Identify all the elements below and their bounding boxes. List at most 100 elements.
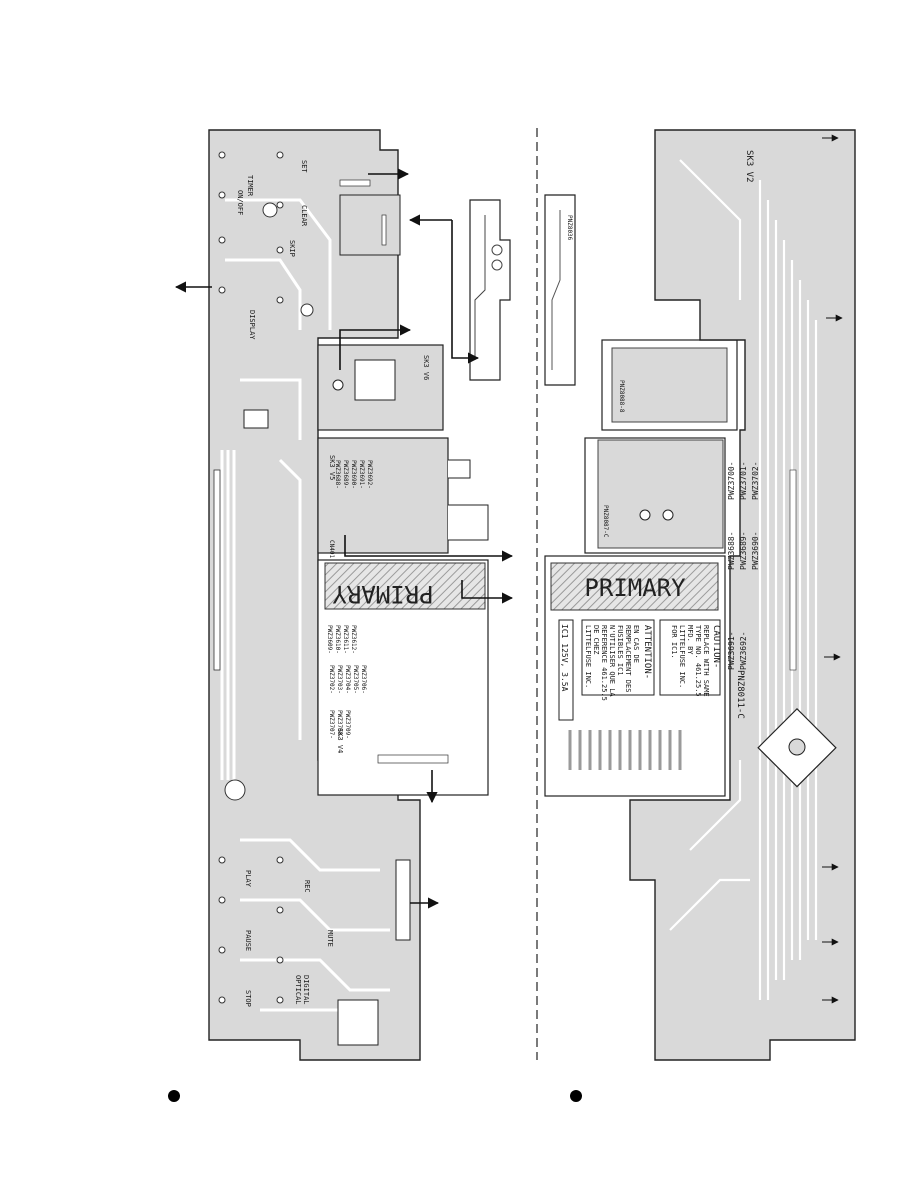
left-primary-pins [377,754,449,764]
key-label: ON/OFF [236,190,244,215]
arrow [461,580,514,604]
attention-line: ATTENTION- [642,625,652,679]
remote-sensor-board-outline [469,199,511,381]
key-label: SKIP [288,240,296,257]
caution-text: CAUTION- REPLACE WITH SAME TYPE NO. 461.… [670,625,721,697]
sk3-v2-label: SK3 V2 [744,150,754,183]
sub-board-2-copper [597,439,724,549]
left-jumper-col-a: PWZ3609- PWZ3610- PWZ3611- PWZ3612- [326,625,357,654]
key-label: REC [303,880,311,893]
right-primary-hatch [550,562,719,611]
left-jumper-col-b: PWZ3688- PWZ3689- PWZ3690- PWZ3691- PWZ3… [334,460,373,489]
jumper-label: PWZ3688- [334,460,341,489]
left-small-connector-board [339,194,401,256]
jumper-label: PWZ3689- [739,531,748,570]
jack-outline-b [448,504,489,541]
jumper-label: PWZ3705- [352,665,359,694]
attention-text: ATTENTION- EN CAS DE REMPLACEMENT DES FU… [584,625,652,701]
key-label: CLEAR [300,205,308,227]
attention-line: LITTELFUSE INC. [584,625,592,688]
left-key-pads [218,151,314,1004]
right-ic-pin-row [789,469,797,671]
jumper-label: PWZ3702- [328,665,335,694]
jumper-label: PWZ3692- [366,460,373,489]
jumper-label: PWZ3708- [336,710,343,739]
left-jumper-col-d: PWZ3707- PWZ3708- PWZ3709- [328,710,351,739]
attention-line: FUSIBLES IC1 [616,625,624,676]
caution-line: TYPE NO. 461.25.5 [694,625,702,697]
cn401-label: CN401 [328,540,335,558]
key-label: STOP [244,990,252,1007]
key-label: PLAY [244,870,252,888]
left-regulator [243,409,269,429]
key-label: SET [300,160,308,173]
right-edge-arrows [822,134,843,1004]
right-board: PNZ8036 PNZ8088-8 PNZ8087-C PRIMARY IC1 … [544,129,856,1061]
jumper-label: PWZ3690- [751,531,760,570]
key-label: PAUSE [244,930,252,951]
ic-rating-text: IC1 125V, 3.5A [560,624,569,692]
attention-line: EN CAS DE [632,625,640,663]
jumper-label: PWZ3706- [360,665,367,694]
jumper-label: PWZ3702- [751,461,760,500]
caution-box [659,619,721,696]
left-primary-hatch [324,562,486,610]
sk3-v4-label: SK3 V4 [336,728,344,753]
pnz-main-label: PNZ8011-C [735,670,745,719]
left-arrows [174,168,514,909]
caution-line: FOR IC1. [670,625,678,659]
remote-sensor-traces [474,215,503,360]
attention-line: DE CHEZ [592,625,600,655]
arrow [339,324,412,370]
right-primary-label: PRIMARY [584,574,686,602]
attention-box [581,619,655,696]
jumper-label: PWZ3689- [342,460,349,489]
jumper-label: PWZ3690- [350,460,357,489]
jumper-label: PWZ3701- [739,461,748,500]
black-dot-marker-right [570,1090,582,1102]
left-lower-block [337,999,379,1046]
left-jumper-col-c: PWZ3702- PWZ3703- PWZ3704- PWZ3705- PWZ3… [328,665,367,694]
attention-line: REMPLACEMENT DES [624,625,632,692]
caution-line: MFD. BY [686,625,694,655]
jumper-label: PWZ3700- [727,461,736,500]
slim-board-trace [551,210,561,370]
jumper-label: PWZ3609- [326,625,333,654]
pnz-sub1-label: PNZ8036 [566,215,573,241]
sub-board-2-pad [662,509,674,521]
jumper-label: PWZ3611- [342,625,349,654]
key-label: DIGITAL [302,975,310,1005]
left-key-labels: SET CLEAR TIMER ON/OFF DISPLAY SKIP PLAY… [236,160,334,1007]
black-dot-marker-left [168,1090,180,1102]
jumper-label: PWZ3610- [334,625,341,654]
jumper-label: PWZ3691- [727,631,736,670]
jack-outline-a [448,459,471,479]
jumper-label: PWZ3612- [350,625,357,654]
jumper-label: PWZ3692- [739,631,748,670]
jumper-label: PWZ3704- [344,665,351,694]
attention-line: N'UTILISER QUE LA [608,625,616,697]
caution-line: LITTELFUSE INC. [678,625,686,688]
left-connector-pads [213,469,221,671]
right-qfp-ic [757,707,837,788]
pnz-sub3-label: PNZ8088-8 [618,380,625,413]
sk3-v6-label: SK3 V6 [422,355,430,380]
caution-line: REPLACE WITH SAME [702,625,710,697]
sk3-v5-board [317,437,449,554]
attention-line: REFERENCE 461.25.5 [600,625,608,701]
key-label: DISPLAY [248,310,256,340]
left-primary-label: PRIMARY [332,580,434,608]
left-traces [220,198,390,1012]
sk3-v6-pad [332,379,344,391]
caution-line: CAUTION- [711,625,721,668]
key-label: OPTICAL [294,975,302,1005]
sk3-v5-label: SK3 V5 [328,455,336,480]
key-label: MUTE [326,930,334,947]
jumper-label: PWZ3707- [328,710,335,739]
sk3-v6-component [354,359,396,401]
right-primary-fingers [568,730,682,770]
left-lower-connector [395,859,411,941]
arrow [451,220,480,364]
jumper-label: PWZ3688- [727,531,736,570]
